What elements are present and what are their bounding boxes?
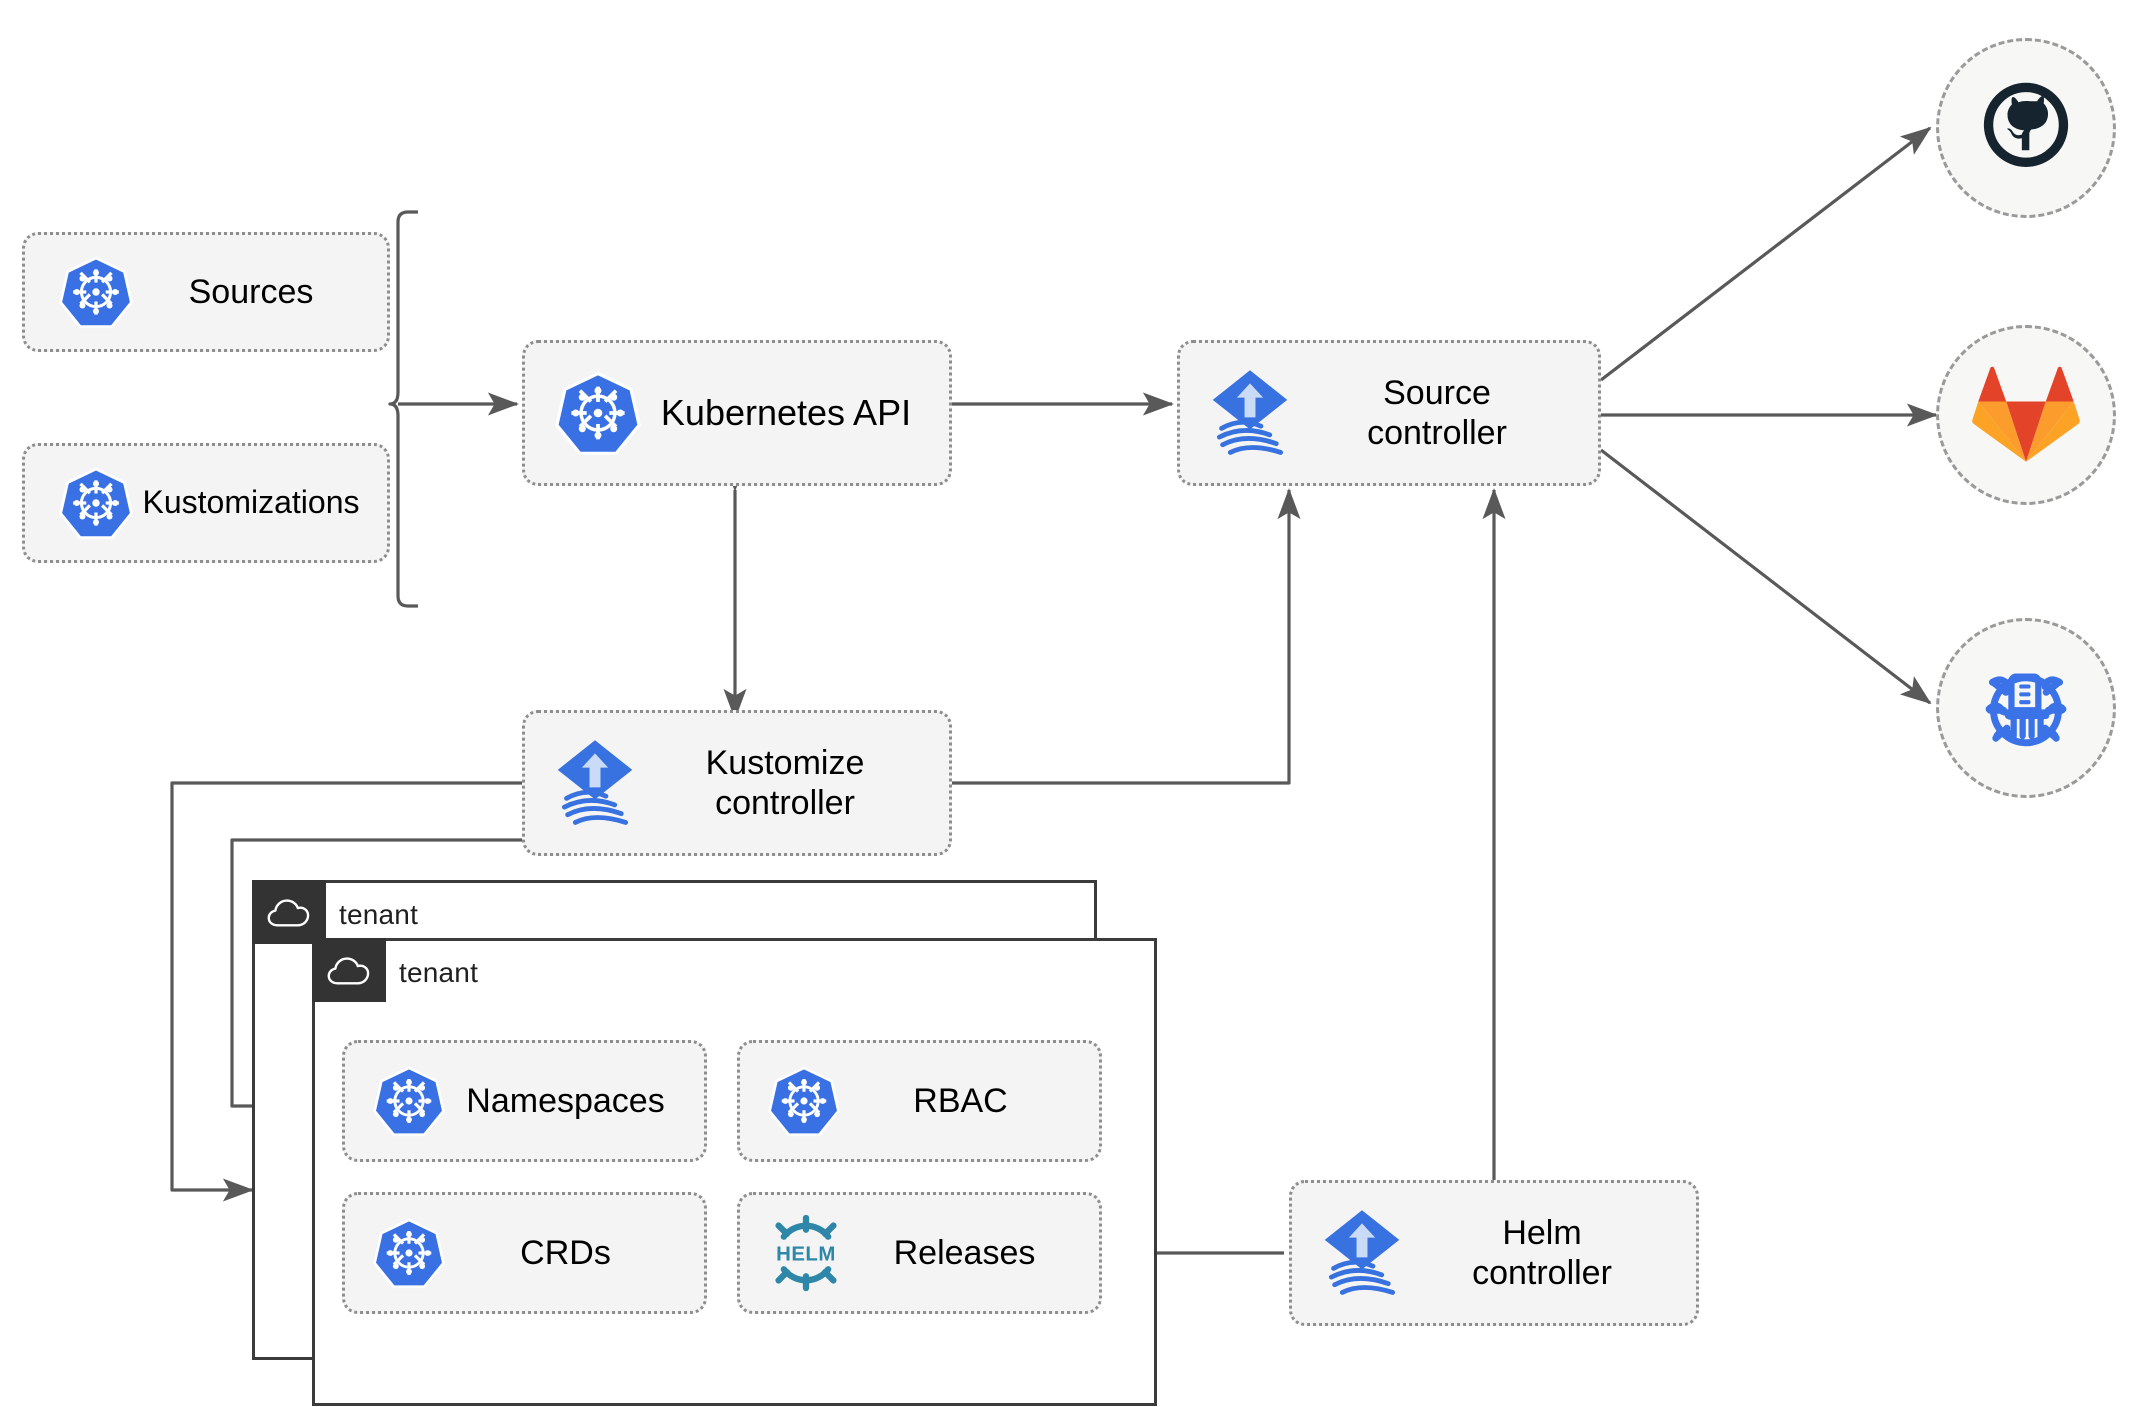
gitlab-icon — [1972, 366, 2080, 462]
node-label: Namespaces — [466, 1081, 665, 1120]
flux-icon — [551, 737, 639, 829]
provider-github[interactable] — [1936, 38, 2116, 218]
node-helm-controller[interactable]: Helm controller — [1289, 1180, 1699, 1326]
flux-icon — [1318, 1207, 1406, 1299]
node-kubernetes-api[interactable]: Kubernetes API — [522, 340, 952, 486]
kubernetes-icon — [373, 1065, 445, 1137]
edge-source-helmrepo — [1600, 448, 1932, 705]
node-label: Kubernetes API — [660, 391, 912, 433]
helm-icon: HELM — [764, 1211, 848, 1295]
kubernetes-icon — [373, 1217, 445, 1289]
node-kustomize-controller[interactable]: Kustomize controller — [522, 710, 952, 856]
node-label: Sources — [188, 272, 314, 311]
tenant-label-2: tenant — [399, 957, 479, 988]
node-label: RBAC — [913, 1081, 1008, 1120]
node-kustomizations[interactable]: Kustomizations — [22, 443, 390, 563]
edge-source-github — [1600, 126, 1932, 382]
provider-helm-repository[interactable] — [1936, 618, 2116, 798]
node-label: Source controller — [1367, 373, 1507, 452]
node-releases[interactable]: HELM Releases — [737, 1192, 1102, 1314]
kubernetes-icon — [59, 255, 133, 329]
node-source-controller[interactable]: Source controller — [1177, 340, 1601, 486]
node-label: CRDs — [520, 1233, 611, 1272]
cloud-icon — [327, 957, 370, 985]
flux-icon — [1206, 367, 1294, 459]
node-crds[interactable]: CRDs — [342, 1192, 707, 1314]
kubernetes-icon — [59, 466, 133, 540]
node-label: Helm controller — [1472, 1213, 1612, 1292]
cloud-icon — [267, 899, 310, 927]
tenant-container-2[interactable]: tenant — [312, 938, 1157, 1406]
node-sources[interactable]: Sources — [22, 232, 390, 352]
node-label: Releases — [893, 1233, 1036, 1272]
tenant-tab-1 — [252, 880, 326, 944]
kubernetes-icon — [555, 370, 641, 456]
node-label: Kustomizations — [142, 484, 360, 521]
kubernetes-icon — [768, 1065, 840, 1137]
provider-gitlab[interactable] — [1936, 325, 2116, 505]
node-label: Kustomize controller — [705, 743, 865, 822]
github-icon — [1983, 82, 2069, 167]
svg-text:HELM: HELM — [776, 1244, 836, 1266]
node-rbac[interactable]: RBAC — [737, 1040, 1102, 1162]
edge-kustomize-source — [952, 488, 1301, 785]
tenant-tab-2 — [312, 938, 386, 1002]
node-namespaces[interactable]: Namespaces — [342, 1040, 707, 1162]
group-bracket — [388, 210, 418, 608]
helm-repository-icon — [1985, 673, 2067, 747]
